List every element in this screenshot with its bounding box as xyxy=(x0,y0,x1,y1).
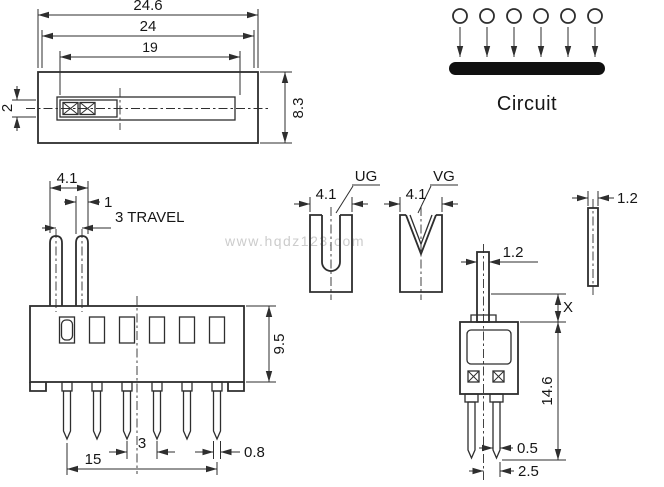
terminal-circle xyxy=(506,8,522,24)
top-view: 24.6 24 19 8.3 2 xyxy=(0,0,307,144)
dim-body-height-label: 9.5 xyxy=(271,334,288,355)
dim-travel-label: 3 TRAVEL xyxy=(115,209,184,226)
lever-in-slot xyxy=(60,319,74,341)
pin xyxy=(212,390,222,441)
side-dim-pin-offset-label: 2.5 xyxy=(518,463,539,480)
pin xyxy=(492,401,501,460)
terminal-circle xyxy=(560,8,576,24)
pin xyxy=(62,390,72,441)
ug-detail: UG 4.1 xyxy=(294,168,380,300)
front-view: 9.5 3 0.8 15 xyxy=(29,296,288,475)
circuit-diagram: Circuit xyxy=(449,8,605,115)
pin xyxy=(152,390,162,441)
dim-body-width-label: 24 xyxy=(140,18,157,35)
terminal-circle xyxy=(587,8,603,24)
dim-pin-pitch-label: 3 xyxy=(138,435,146,452)
ug-label: UG xyxy=(355,168,378,185)
ug-dim-width-label: 4.1 xyxy=(316,186,337,203)
dim-knob-width-label: 4.1 xyxy=(57,170,78,187)
dim-pin-span-label: 15 xyxy=(85,451,102,468)
side-dim-actuator-width-label: 1.2 xyxy=(503,244,524,261)
side-view: 1.2 X 14.6 0.5 2.5 xyxy=(459,244,573,480)
bar-detail: 1.2 xyxy=(572,190,638,295)
watermark-text: www.hqdz123.com xyxy=(224,233,365,249)
actuator-view: 4.1 1 3 TRAVEL xyxy=(42,170,184,312)
bar-dim-width-label: 1.2 xyxy=(617,190,638,207)
vg-label: VG xyxy=(433,168,455,185)
terminal-circle xyxy=(533,8,549,24)
side-dim-body-to-pin-label: 14.6 xyxy=(539,376,556,405)
circuit-label: Circuit xyxy=(497,93,557,115)
terminal-circle xyxy=(452,8,468,24)
dim-inner-width-label: 19 xyxy=(142,39,158,55)
pin xyxy=(92,390,102,441)
dim-end-label: 2 xyxy=(0,104,16,112)
side-dim-x-label: X xyxy=(563,299,573,316)
dim-pin-width-label: 0.8 xyxy=(244,444,265,461)
pin xyxy=(122,390,132,441)
dim-overall-width-label: 24.6 xyxy=(133,0,162,14)
vg-detail: VG 4.1 xyxy=(384,168,458,300)
vg-dim-width-label: 4.1 xyxy=(406,186,427,203)
terminal-circle xyxy=(479,8,495,24)
dim-knob-thickness-label: 1 xyxy=(104,194,112,211)
side-dim-pin-thickness-label: 0.5 xyxy=(517,440,538,457)
circuit-common-bar xyxy=(449,62,605,75)
dim-height-label: 8.3 xyxy=(290,98,307,119)
pin xyxy=(467,401,476,460)
pin xyxy=(182,390,192,441)
